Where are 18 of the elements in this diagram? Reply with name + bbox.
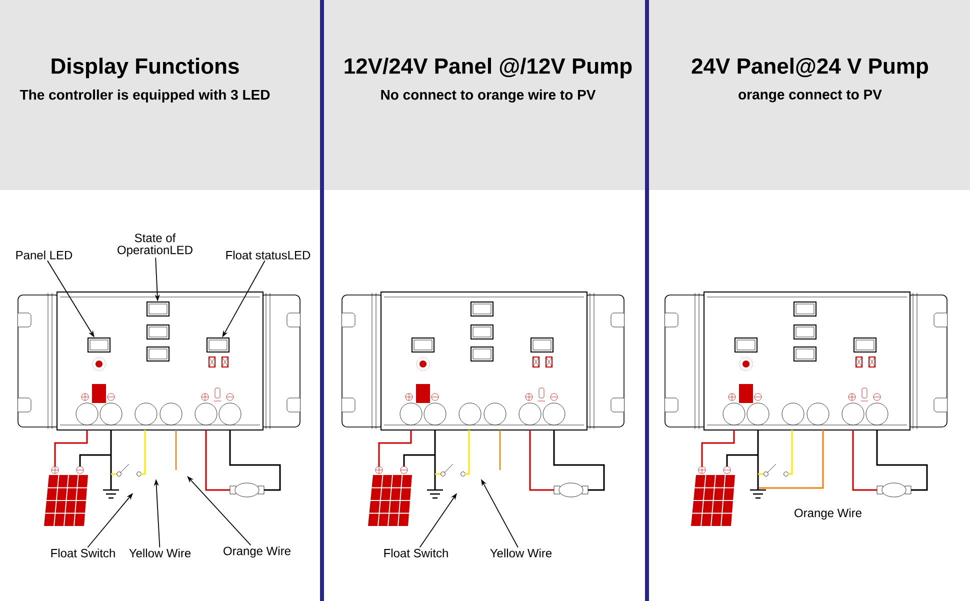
callout-label: Orange Wire [224, 546, 290, 558]
column-subheading: orange connect to PV [738, 90, 882, 102]
column-heading: 12V/24V Panel @/12V Pump [344, 58, 632, 78]
callout-label: Panel LED [16, 250, 72, 260]
led-window [146, 302, 170, 316]
callout-label: Float statusLED [226, 250, 310, 260]
column-heading: Display Functions [52, 58, 239, 78]
callout-label: State of OperationLED [118, 233, 192, 257]
callout-label: Yellow Wire [490, 548, 552, 558]
callout-label: Float Switch [384, 548, 448, 558]
led-window [88, 338, 110, 352]
column-subheading: The controller is equipped with 3 LED [20, 89, 270, 103]
column-subheading: No connect to orange wire to PV [381, 89, 596, 103]
led-window [206, 338, 230, 352]
column-heading: 24V Panel@24 V Pump [692, 58, 928, 78]
callout-label: Yellow Wire [129, 548, 191, 558]
callout-label: Orange Wire [794, 508, 862, 520]
callout-label: Float Switch [51, 548, 115, 558]
